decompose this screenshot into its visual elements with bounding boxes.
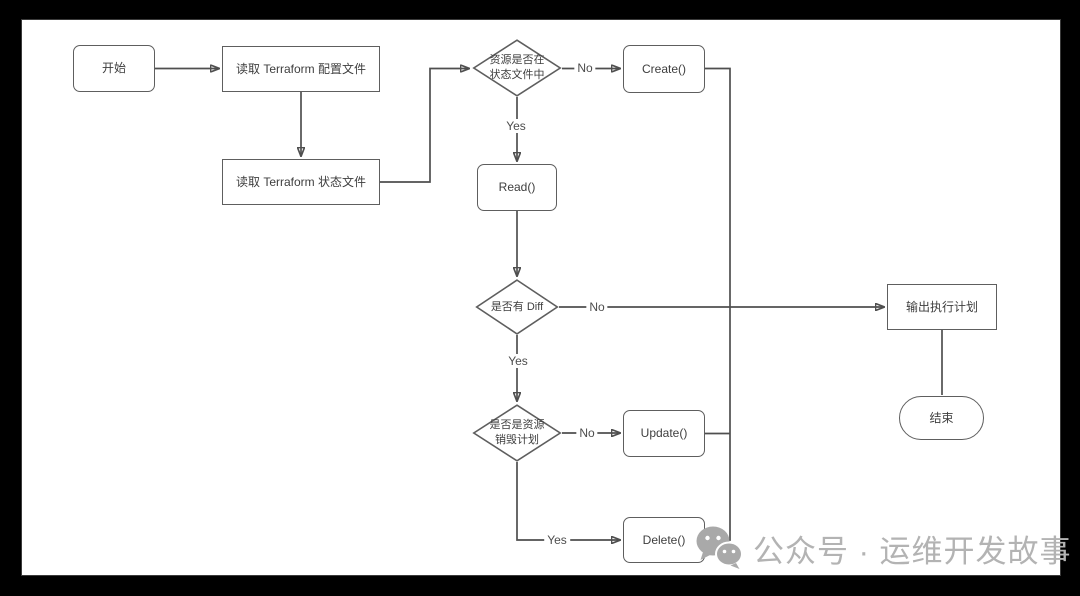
edge-label-in-state-no: No — [574, 61, 596, 75]
edge-label-destroy-no: No — [576, 426, 598, 440]
node-output-plan: 输出执行计划 — [887, 284, 997, 330]
node-create: Create() — [623, 45, 705, 93]
watermark-text: 公众号 · 运维开发故事 — [753, 533, 1072, 569]
node-start: 开始 — [73, 45, 155, 92]
edge-label-destroy-yes: Yes — [544, 533, 570, 547]
node-read-config-label: 读取 Terraform 配置文件 — [235, 61, 366, 76]
node-read: Read() — [477, 164, 557, 211]
wechat-icon — [696, 526, 743, 569]
node-read-state: 读取 Terraform 状态文件 — [222, 159, 380, 205]
connector-layer — [155, 20, 943, 575]
node-create-label: Create() — [641, 61, 686, 76]
node-end: 结束 — [899, 396, 984, 440]
node-diff-check: 是否有 Diff — [475, 279, 559, 335]
edge-create-delete-collector — [705, 67, 731, 541]
node-destroy-check: 是否是资源 销毁计划 — [472, 404, 562, 462]
node-delete-label: Delete() — [642, 532, 686, 547]
node-update-label: Update() — [640, 426, 688, 441]
diamond-shape — [472, 39, 562, 97]
node-read-config: 读取 Terraform 配置文件 — [222, 46, 380, 92]
node-start-label: 开始 — [101, 61, 126, 76]
edge-label-diff-no: No — [586, 300, 608, 314]
node-in-state-check-label-line2: 状态文件中 — [489, 69, 545, 81]
node-read-label: Read() — [498, 180, 536, 195]
node-end-label: 结束 — [929, 410, 954, 425]
edge-destroy-yes-to-delete — [516, 462, 620, 540]
edge-read-state-to-in-state-check — [380, 69, 469, 183]
diamond-shape — [475, 279, 559, 335]
node-destroy-check-label-line2: 销毁计划 — [495, 434, 539, 446]
node-update: Update() — [623, 410, 705, 457]
node-output-plan-label: 输出执行计划 — [905, 299, 978, 314]
watermark: 公众号 · 运维开发故事 — [694, 525, 1072, 571]
diamond-shape — [472, 404, 562, 462]
node-diff-check-label: 是否有 Diff — [490, 300, 544, 313]
flowchart-canvas: 开始 读取 Terraform 配置文件 读取 Terraform 状态文件 资… — [22, 20, 1071, 575]
node-in-state-check-label-line1: 资源是否在 — [489, 54, 545, 67]
node-destroy-check-label-line1: 是否是资源 — [489, 419, 545, 432]
edge-label-diff-yes: Yes — [505, 354, 531, 368]
node-in-state-check: 资源是否在 状态文件中 — [472, 39, 562, 97]
node-delete: Delete() — [623, 517, 705, 563]
edge-label-in-state-yes: Yes — [503, 119, 529, 133]
node-read-state-label: 读取 Terraform 状态文件 — [235, 174, 366, 189]
